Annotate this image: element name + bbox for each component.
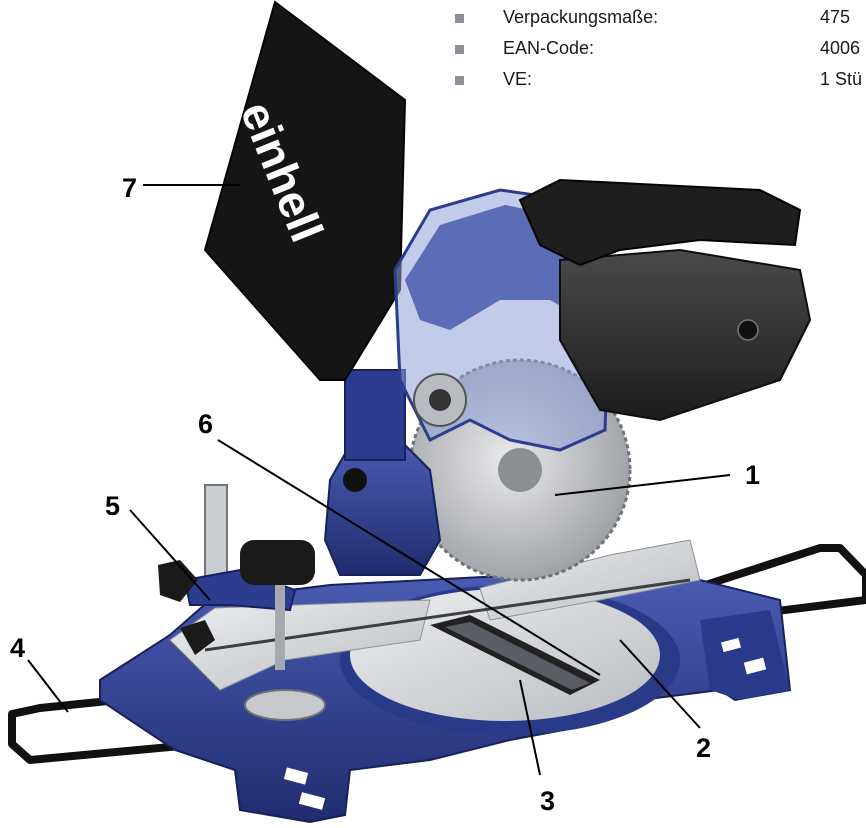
extension-rod-left — [8, 684, 246, 764]
dust-bag: einhell — [203, 0, 407, 381]
callout-number: 6 — [198, 409, 214, 439]
leader-line-5 — [129, 509, 211, 601]
angle-scale — [430, 615, 600, 695]
workpiece-clamp — [158, 484, 326, 721]
leader-line-4 — [27, 659, 69, 713]
saw-table — [169, 539, 701, 691]
leader-line-1 — [554, 474, 731, 496]
spec-label: Verpackungsmaße: — [503, 7, 659, 27]
spec-row-ve: VE: 1 Stü — [0, 69, 866, 95]
callout-number: 2 — [696, 733, 712, 763]
motor-housing — [559, 248, 812, 422]
pivot-arm — [323, 369, 442, 576]
extension-rod-right — [688, 544, 866, 619]
spec-value: 475 — [820, 7, 851, 27]
leader-line-2 — [619, 639, 701, 729]
spec-list: Verpackungsmaße: 475 EAN-Code: 4006 VE: … — [0, 0, 866, 100]
spec-row-ean: EAN-Code: 4006 — [0, 38, 866, 64]
spec-row-packaging: Verpackungsmaße: 475 — [0, 7, 866, 33]
bullet-icon — [455, 76, 464, 85]
callout-number: 1 — [745, 460, 761, 490]
callout-number: 5 — [105, 491, 121, 521]
leader-line-3 — [519, 679, 541, 776]
callout-number: 7 — [122, 173, 138, 203]
leader-lines — [27, 184, 731, 776]
leader-line-6 — [217, 439, 601, 676]
spec-label: EAN-Code: — [503, 38, 595, 58]
bullet-icon — [455, 45, 464, 54]
callout-number: 3 — [540, 786, 556, 816]
spec-value: 4006 — [820, 38, 861, 58]
spec-value: 1 Stü — [820, 69, 863, 89]
spec-label: VE: — [503, 69, 533, 89]
callout-number: 4 — [10, 633, 26, 663]
bullet-icon — [455, 14, 464, 23]
saw-handle — [518, 178, 802, 267]
